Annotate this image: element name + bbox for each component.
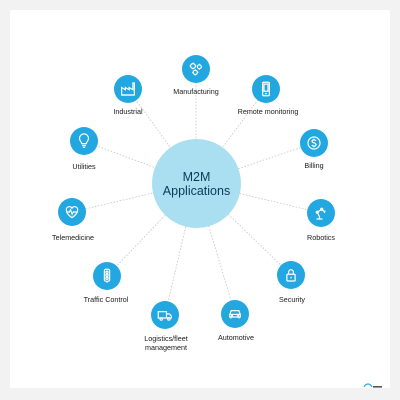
node-automotive — [221, 300, 249, 328]
hub-label-line2: Applications — [162, 183, 231, 198]
heart-pulse-icon — [65, 206, 79, 219]
label-traffic-control: Traffic Control — [83, 295, 129, 304]
label-utilities: Utilities — [72, 162, 96, 171]
label-security: Security — [279, 295, 305, 304]
node-billing — [300, 129, 328, 157]
car-icon — [229, 310, 241, 319]
node-robotics — [307, 199, 335, 227]
label-logistics-line1: Logistics/fleet — [144, 334, 188, 343]
light-bulb-icon — [78, 133, 90, 148]
label-manufacturing: Manufacturing — [173, 87, 219, 96]
truck-icon — [157, 311, 172, 321]
node-remote-monitoring — [252, 75, 280, 103]
label-logistics: Logistics/fleet management — [137, 334, 195, 352]
node-telemedicine — [58, 198, 86, 226]
node-manufacturing — [182, 55, 210, 83]
publisher-logo — [363, 383, 382, 388]
gears-icon — [189, 62, 202, 76]
smartphone-icon — [262, 81, 270, 97]
connector-robotics — [195, 182, 322, 214]
label-remote-monitoring: Remote monitoring — [237, 107, 299, 116]
label-automotive: Automotive — [218, 333, 254, 342]
node-traffic-control — [93, 262, 121, 290]
connector-security — [195, 182, 292, 276]
traffic-light-icon — [103, 268, 111, 283]
connector-telemedicine — [71, 182, 197, 213]
node-logistics — [151, 301, 179, 329]
robot-arm-icon — [315, 207, 326, 220]
lock-icon — [286, 269, 296, 282]
label-telemedicine: Telemedicine — [52, 233, 94, 242]
node-utilities — [70, 127, 98, 155]
dollar-icon — [307, 136, 321, 150]
node-industrial — [114, 75, 142, 103]
label-robotics: Robotics — [307, 233, 335, 242]
label-billing: Billing — [304, 161, 324, 170]
hub-label-line1: M2M — [182, 169, 211, 184]
hub-m2m-applications: M2M Applications — [152, 139, 241, 228]
node-security — [277, 261, 305, 289]
label-logistics-line2: management — [145, 343, 187, 352]
connector-traffic-control — [106, 182, 197, 277]
label-industrial: Industrial — [113, 107, 143, 116]
factory-icon — [121, 82, 135, 96]
